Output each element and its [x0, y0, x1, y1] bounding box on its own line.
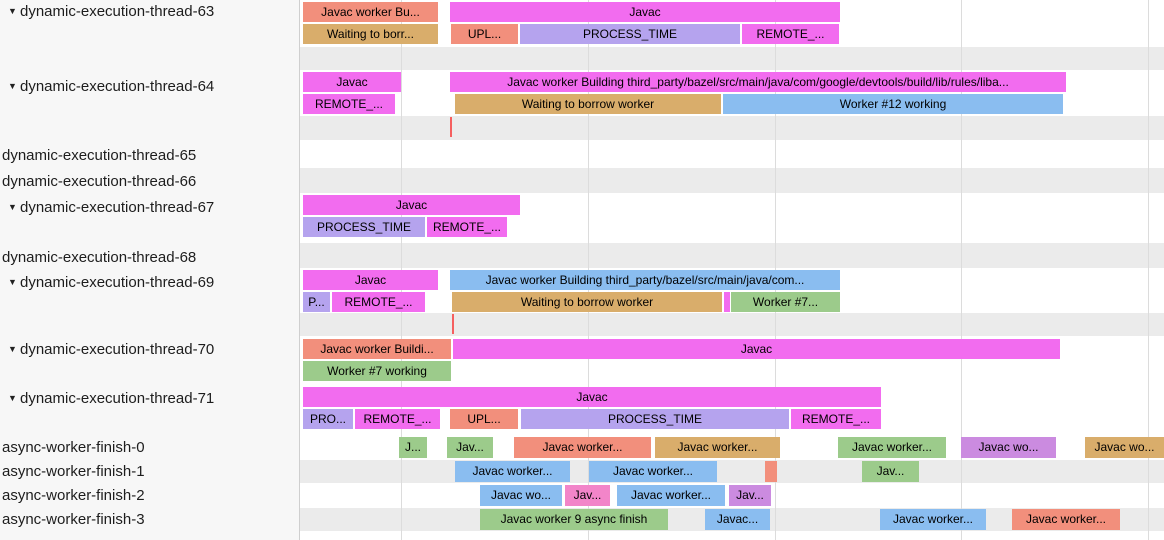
trace-event-bar[interactable]: REMOTE_...	[742, 24, 839, 44]
trace-event-bar[interactable]: Waiting to borrow worker	[452, 292, 722, 312]
trace-event-bar[interactable]: REMOTE_...	[355, 409, 440, 429]
thread-label-row[interactable]: dynamic-execution-thread-65	[0, 144, 299, 166]
trace-event-bar[interactable]	[724, 292, 730, 312]
thread-label: async-worker-finish-1	[2, 462, 145, 480]
thread-label-row[interactable]: ▼dynamic-execution-thread-70	[0, 338, 299, 360]
instant-event-tick[interactable]	[452, 314, 454, 334]
thread-label-row[interactable]: dynamic-execution-thread-66	[0, 170, 299, 192]
trace-event-bar[interactable]: Javac	[303, 72, 401, 92]
trace-event-bar[interactable]: Javac worker Buildi...	[303, 339, 451, 359]
trace-event-bar[interactable]: Javac worker...	[617, 485, 725, 506]
expand-triangle-icon[interactable]: ▼	[8, 344, 17, 354]
trace-event-bar[interactable]: Javac worker...	[1012, 509, 1120, 530]
trace-event-bar[interactable]: Javac wo...	[1085, 437, 1164, 458]
instant-event-tick[interactable]	[450, 117, 452, 137]
thread-label-row[interactable]: async-worker-finish-0	[0, 436, 299, 458]
trace-event-bar[interactable]: Javac	[303, 195, 520, 215]
expand-triangle-icon[interactable]: ▼	[8, 202, 17, 212]
thread-label: dynamic-execution-thread-67	[20, 198, 215, 216]
thread-label: dynamic-execution-thread-65	[2, 146, 197, 164]
trace-event-bar[interactable]: Worker #12 working	[723, 94, 1063, 114]
thread-label: async-worker-finish-0	[2, 438, 145, 456]
trace-event-bar[interactable]: Javac	[303, 387, 881, 407]
trace-event-bar[interactable]: Javac worker Building third_party/bazel/…	[450, 72, 1066, 92]
thread-label-row[interactable]: async-worker-finish-3	[0, 508, 299, 530]
trace-event-bar[interactable]: Javac worker...	[880, 509, 986, 530]
trace-event-bar[interactable]: PROCESS_TIME	[303, 217, 425, 237]
trace-event-bar[interactable]: Javac worker 9 async finish	[480, 509, 668, 530]
thread-label-row[interactable]: dynamic-execution-thread-68	[0, 246, 299, 268]
thread-sidebar: ▼dynamic-execution-thread-63▼dynamic-exe…	[0, 0, 300, 540]
thread-label-row[interactable]: async-worker-finish-2	[0, 484, 299, 506]
trace-event-bar[interactable]	[765, 461, 777, 482]
trace-event-bar[interactable]: REMOTE_...	[303, 94, 395, 114]
trace-event-bar[interactable]: UPL...	[451, 24, 518, 44]
trace-event-bar[interactable]: Javac	[303, 270, 438, 290]
trace-event-bar[interactable]: Javac	[450, 2, 840, 22]
thread-label-row[interactable]: ▼dynamic-execution-thread-67	[0, 196, 299, 218]
thread-label: dynamic-execution-thread-70	[20, 340, 215, 358]
row-background-band	[300, 460, 1164, 483]
trace-event-bar[interactable]: Javac...	[705, 509, 770, 530]
thread-label: dynamic-execution-thread-69	[20, 273, 215, 291]
thread-label-row[interactable]: async-worker-finish-1	[0, 460, 299, 482]
trace-event-bar[interactable]: Jav...	[862, 461, 919, 482]
trace-event-bar[interactable]: REMOTE_...	[791, 409, 881, 429]
time-gridline	[1148, 0, 1149, 540]
thread-label: dynamic-execution-thread-63	[20, 2, 215, 20]
thread-label-row[interactable]: ▼dynamic-execution-thread-71	[0, 387, 299, 409]
thread-label-row[interactable]: ▼dynamic-execution-thread-64	[0, 75, 299, 97]
trace-event-bar[interactable]: REMOTE_...	[427, 217, 507, 237]
trace-event-bar[interactable]: Jav...	[729, 485, 771, 506]
trace-event-bar[interactable]: Waiting to borrow worker	[455, 94, 721, 114]
trace-event-bar[interactable]: Javac worker...	[655, 437, 780, 458]
trace-event-bar[interactable]: Waiting to borr...	[303, 24, 438, 44]
trace-event-bar[interactable]: PRO...	[303, 409, 353, 429]
trace-event-bar[interactable]: P...	[303, 292, 330, 312]
expand-triangle-icon[interactable]: ▼	[8, 81, 17, 91]
trace-event-bar[interactable]: PROCESS_TIME	[520, 24, 740, 44]
trace-event-bar[interactable]: Javac worker...	[514, 437, 651, 458]
trace-event-bar[interactable]: J...	[399, 437, 427, 458]
thread-label-row[interactable]: ▼dynamic-execution-thread-69	[0, 271, 299, 293]
thread-label: dynamic-execution-thread-71	[20, 389, 215, 407]
row-background-band	[300, 168, 1164, 193]
trace-event-bar[interactable]: Javac worker...	[455, 461, 570, 482]
row-background-band	[300, 47, 1164, 70]
row-background-band	[300, 313, 1164, 336]
expand-triangle-icon[interactable]: ▼	[8, 393, 17, 403]
trace-event-bar[interactable]: Javac wo...	[961, 437, 1056, 458]
thread-label: dynamic-execution-thread-68	[2, 248, 197, 266]
trace-event-bar[interactable]: Javac worker...	[589, 461, 717, 482]
thread-label-row[interactable]: ▼dynamic-execution-thread-63	[0, 0, 299, 22]
thread-label: async-worker-finish-3	[2, 510, 145, 528]
trace-event-bar[interactable]: REMOTE_...	[332, 292, 425, 312]
trace-event-bar[interactable]: Javac worker Building third_party/bazel/…	[450, 270, 840, 290]
trace-event-bar[interactable]: Jav...	[565, 485, 610, 506]
thread-label: async-worker-finish-2	[2, 486, 145, 504]
row-background-band	[300, 243, 1164, 268]
trace-event-bar[interactable]: Javac	[453, 339, 1060, 359]
trace-event-bar[interactable]: PROCESS_TIME	[521, 409, 789, 429]
trace-event-bar[interactable]: Javac worker Bu...	[303, 2, 438, 22]
trace-event-bar[interactable]: Worker #7...	[731, 292, 840, 312]
thread-label: dynamic-execution-thread-64	[20, 77, 215, 95]
row-background-band	[300, 116, 1164, 140]
trace-event-bar[interactable]: Javac wo...	[480, 485, 562, 506]
time-gridline	[961, 0, 962, 540]
trace-event-bar[interactable]: Javac worker...	[838, 437, 946, 458]
thread-label: dynamic-execution-thread-66	[2, 172, 197, 190]
expand-triangle-icon[interactable]: ▼	[8, 6, 17, 16]
trace-event-bar[interactable]: UPL...	[450, 409, 518, 429]
trace-event-bar[interactable]: Worker #7 working	[303, 361, 451, 381]
expand-triangle-icon[interactable]: ▼	[8, 277, 17, 287]
trace-event-bar[interactable]: Jav...	[447, 437, 493, 458]
